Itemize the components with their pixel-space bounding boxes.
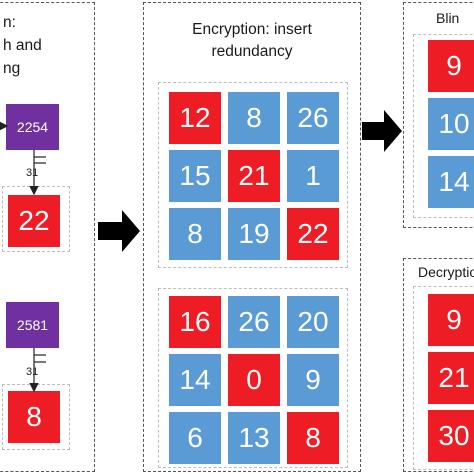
- grid1-cell: 26: [287, 92, 339, 144]
- top-column-cell: 9: [428, 40, 474, 92]
- result-cell-1: 22: [8, 195, 60, 247]
- grid1-cell: 8: [228, 92, 280, 144]
- middle-panel-title-line-1: Encryption: insert: [192, 21, 312, 38]
- encrypted-grid-frame-1: [158, 82, 348, 268]
- grid1-cell: 19: [228, 208, 280, 260]
- blinding-cells-frame: [413, 34, 474, 218]
- blinding-panel-title: Blin: [436, 10, 460, 26]
- top-column-cell: 10: [428, 98, 474, 150]
- top-column-cell: 14: [428, 156, 474, 208]
- bottom-column-cell: 30: [428, 410, 474, 462]
- left-panel-title-line-3: ng: [3, 60, 21, 77]
- middle-panel-title-line-2: redundancy: [211, 43, 293, 60]
- grid1-cell: 15: [169, 150, 221, 202]
- grid1-cell: 12: [169, 92, 221, 144]
- grid2-cell: 13: [228, 412, 280, 464]
- grid2-cell: 0: [228, 354, 280, 406]
- decryption-panel-title: Decryptio: [418, 264, 474, 280]
- encoded-value-box-1: 2254: [6, 104, 59, 150]
- grid2-cell: 16: [169, 296, 221, 348]
- grid2-cell: 9: [287, 354, 339, 406]
- encoded-value-box-2: 2581: [6, 302, 59, 348]
- encrypted-grid-frame-2: [158, 288, 348, 468]
- decryption-cells-frame: [413, 286, 474, 470]
- grid2-cell: 20: [287, 296, 339, 348]
- grid2-cell: 6: [169, 412, 221, 464]
- grid1-cell: 21: [228, 150, 280, 202]
- grid1-cell: 1: [287, 150, 339, 202]
- grid2-cell: 14: [169, 354, 221, 406]
- modulus-label-1: 31: [26, 167, 39, 179]
- grid1-cell: 22: [287, 208, 339, 260]
- result-cell-2: 8: [8, 391, 60, 443]
- right-arrow-icon-1: [98, 210, 140, 252]
- right-arrow-icon-2: [362, 110, 402, 152]
- modulus-label-2: 31: [26, 366, 39, 378]
- grid1-cell: 8: [169, 208, 221, 260]
- grid2-cell: 26: [228, 296, 280, 348]
- grid2-cell: 8: [287, 412, 339, 464]
- left-panel-title-line-1: n:: [3, 14, 16, 31]
- bottom-column-cell: 21: [428, 352, 474, 404]
- left-panel-title-line-2: h and: [3, 37, 42, 54]
- bottom-column-cell: 9: [428, 294, 474, 346]
